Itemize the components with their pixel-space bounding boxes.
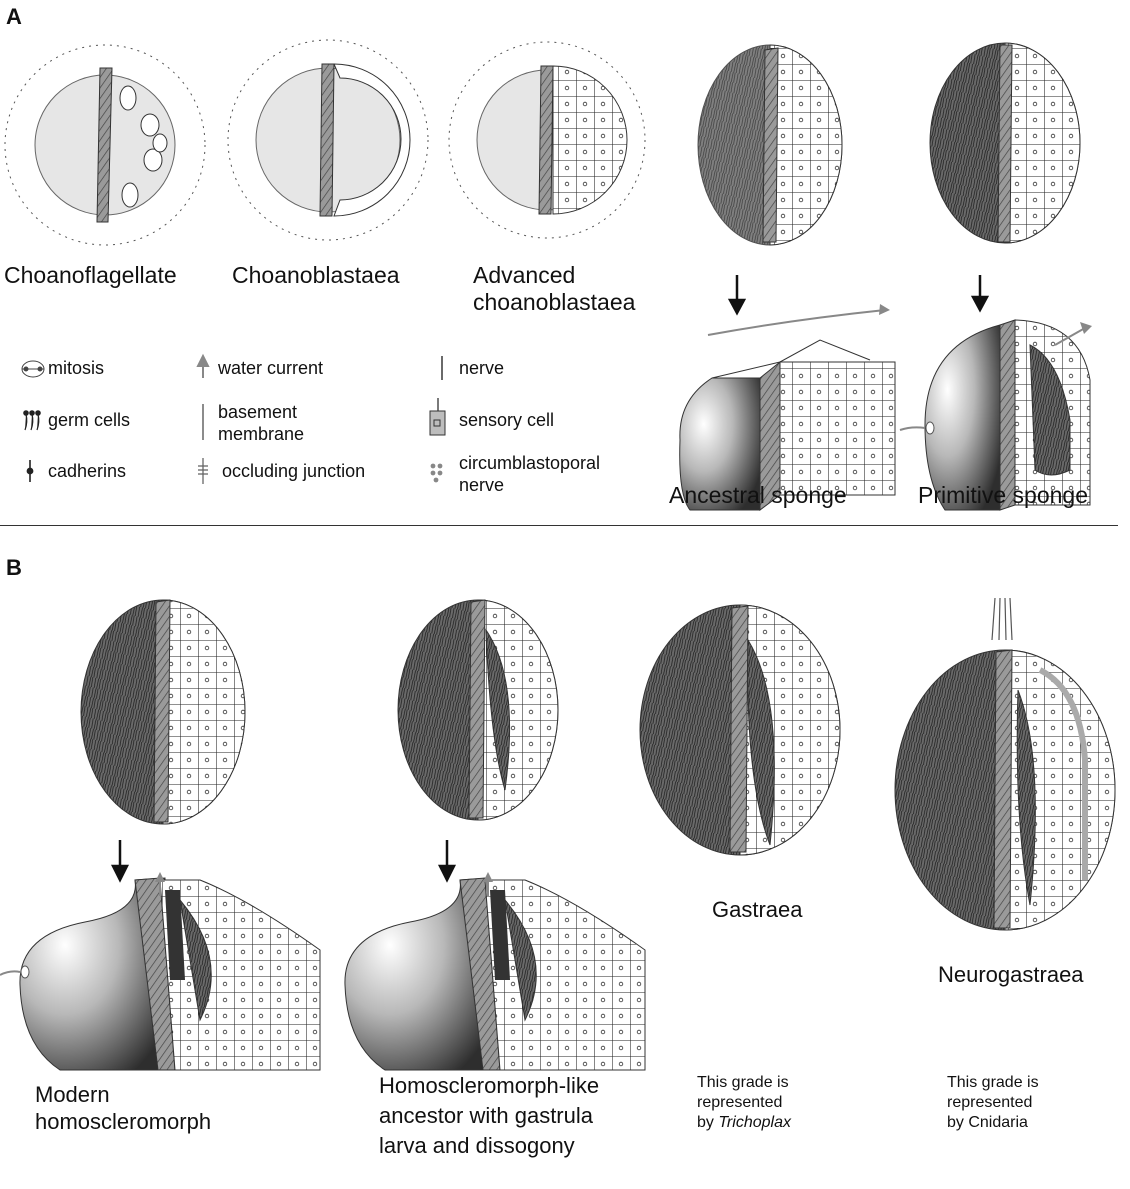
choanoflagellate-drawing [5,45,205,245]
mitosis-icon [22,361,44,377]
trichoplax-note-line2: represented [697,1093,782,1113]
ancestral-sponge-block [680,304,895,510]
neurogastraea-drawing [895,598,1115,930]
legend-occluding-junction: occluding junction [222,461,365,482]
arrow-down-icon [113,840,454,880]
trichoplax-note-line1: This grade is [697,1073,789,1093]
advanced-choanoblastaea-label-line1: Advanced [473,261,575,289]
neurogastraea-label: Neurogastraea [938,961,1084,988]
modern-homoscleromorph-label-line1: Modern [35,1081,110,1108]
modern-homoscleromorph-larva-drawing [81,600,245,824]
advanced-choanoblastaea-drawing [449,42,645,238]
cnidaria-note-line1: This grade is [947,1073,1039,1093]
occluding-junction-icon [198,458,208,484]
legend-basement-membrane-line1: basement [218,402,297,423]
choanoflagellate-label: Choanoflagellate [4,261,177,289]
ancestral-sponge-label: Ancestral sponge [669,481,847,509]
circumblastoporal-nerve-icon [431,464,443,483]
trichoplax-note-line3: by Trichoplax [697,1113,791,1133]
gastraea-drawing [640,605,840,855]
primitive-sponge-drawing [930,43,1080,243]
arrow-down-icon [730,275,987,313]
panel-divider [0,525,1118,526]
cnidaria-note-line3: by Cnidaria [947,1113,1028,1133]
gastraea-label: Gastraea [712,896,803,923]
advanced-choanoblastaea-label-line2: choanoblastaea [473,288,635,316]
legend-germ-cells: germ cells [48,410,130,431]
legend-sensory-cell: sensory cell [459,410,554,431]
primitive-sponge-label: Primitive sponge [918,481,1088,509]
sensory-cell-icon [430,398,445,435]
choanoblastaea-label: Choanoblastaea [232,261,400,289]
legend-circumblastoporal-line2: nerve [459,475,504,496]
panel-a-label: A [6,4,22,30]
trichoplax-note-prefix: by [697,1114,718,1131]
legend-nerve: nerve [459,358,504,379]
legend-basement-membrane-line2: membrane [218,424,304,445]
homoscleromorph-like-label-line3: larva and dissogony [379,1132,575,1159]
water-current-icon [198,356,208,378]
ancestral-sponge-drawing [698,45,842,245]
germ-cells-icon [24,411,40,430]
cadherins-icon [27,460,32,482]
cnidaria-note-line2: represented [947,1093,1032,1113]
legend-circumblastoporal-line1: circumblastoporal [459,453,600,474]
modern-homoscleromorph-adult-drawing [0,872,320,1070]
legend-mitosis: mitosis [48,358,104,379]
legend-cadherins: cadherins [48,461,126,482]
choanoblastaea-drawing [228,40,428,240]
trichoplax-note-genus: Trichoplax [718,1114,791,1131]
legend-water-current: water current [218,358,323,379]
homoscleromorph-like-adult-drawing [345,872,645,1070]
homoscleromorph-like-label-line2: ancestor with gastrula [379,1102,593,1129]
panel-b-label: B [6,555,22,581]
homoscleromorph-like-label-line1: Homoscleromorph-like [379,1072,599,1099]
modern-homoscleromorph-label-line2: homoscleromorph [35,1108,211,1135]
homoscleromorph-like-larva-drawing [398,600,558,820]
